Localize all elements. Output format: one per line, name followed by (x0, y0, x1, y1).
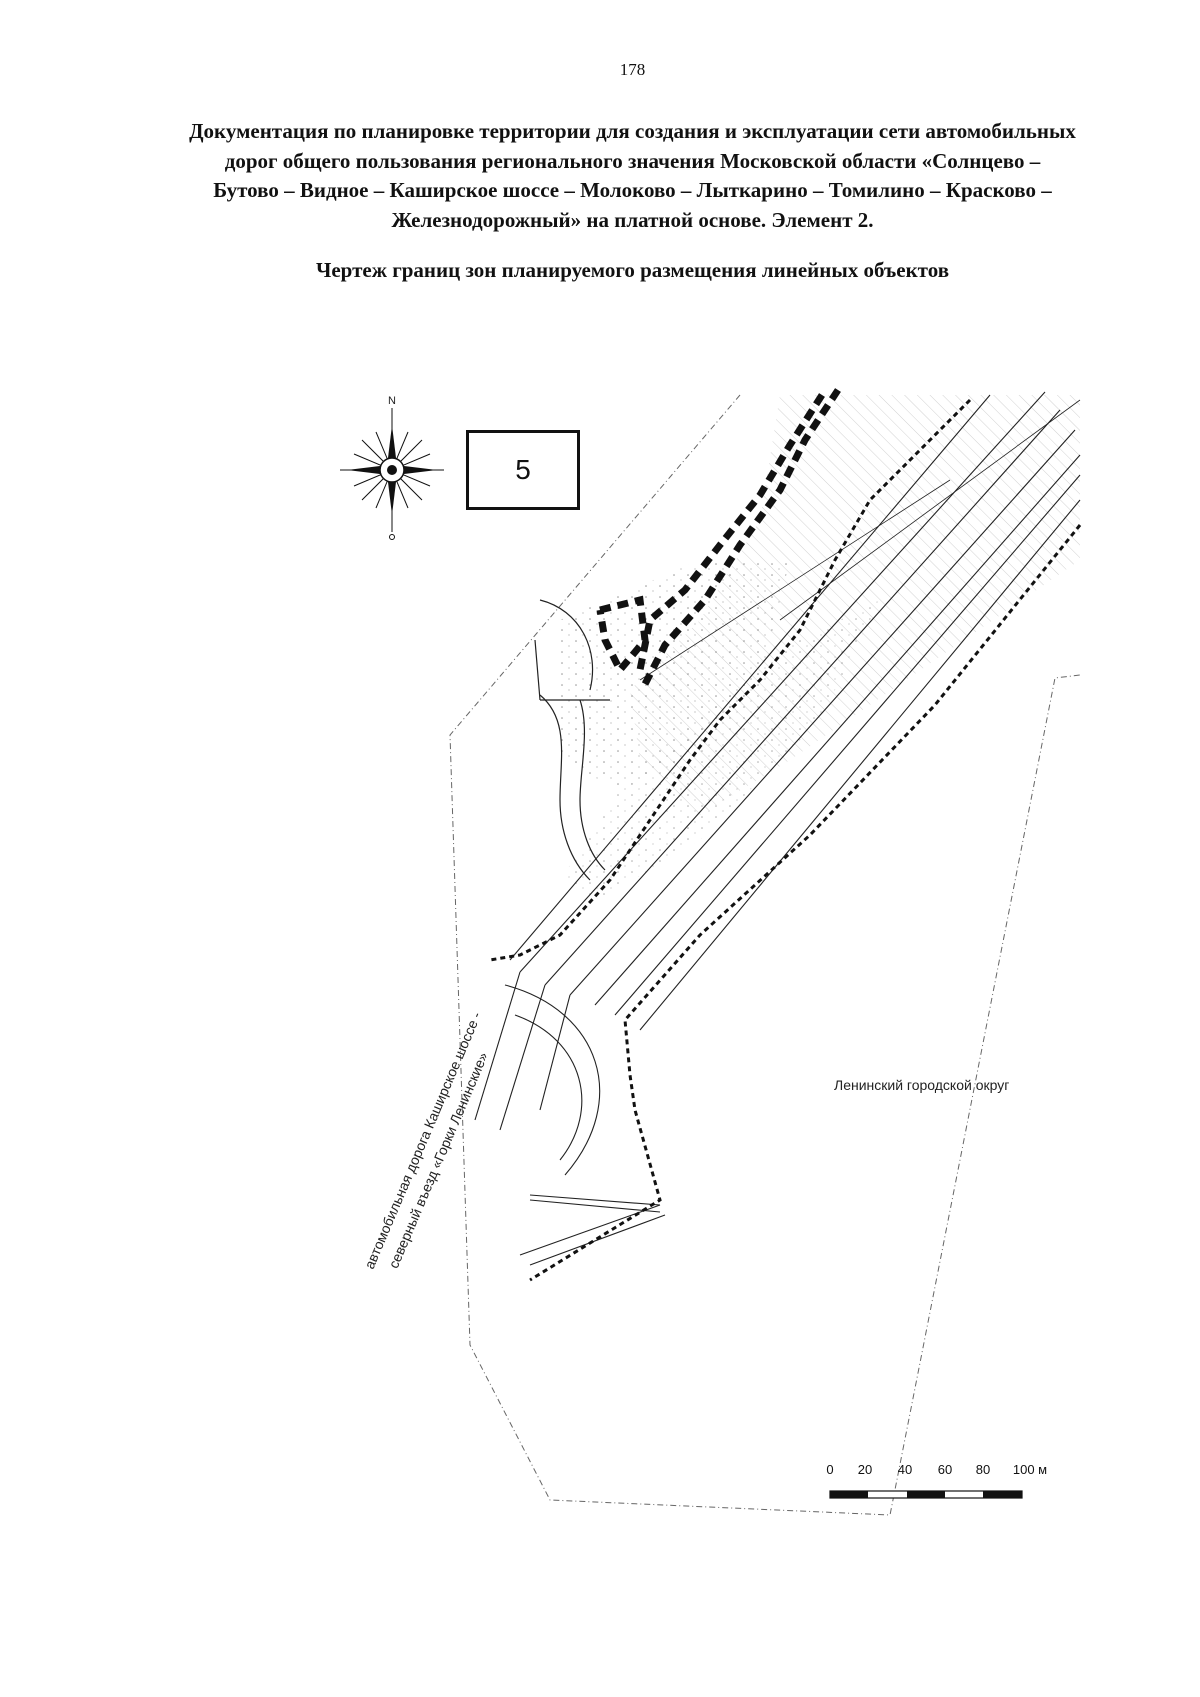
scale-tick-0: 0 (826, 1462, 833, 1477)
scale-bar: 0 20 40 60 80 100 м (826, 1462, 1047, 1499)
compass-rose-icon: N (340, 395, 444, 540)
sheet-number-box: 5 (466, 430, 580, 510)
outer-boundary (449, 394, 1081, 1516)
zone-boundary-dashed (489, 398, 1082, 1282)
compass-north-label: N (388, 395, 396, 407)
document-title: Документация по планировке территории дл… (100, 117, 1165, 235)
road-corridor (474, 391, 1081, 1266)
scale-tick-60: 60 (938, 1462, 952, 1477)
scale-tick-100: 100 м (1013, 1462, 1047, 1477)
scale-tick-80: 80 (976, 1462, 990, 1477)
road-label-line-1: автомобильная дорога Каширское шоссе - (361, 1009, 484, 1271)
page-number: 178 (619, 60, 646, 79)
scale-tick-20: 20 (858, 1462, 872, 1477)
district-label: Ленинский городской округ (834, 1077, 1009, 1093)
title-line-4: Железнодорожный» на платной основе. Элем… (391, 207, 874, 232)
title-line-2: дорог общего пользования регионального з… (224, 148, 1041, 173)
drawing-subtitle: Чертеж границ зон планируемого размещени… (315, 258, 950, 282)
scale-tick-40: 40 (898, 1462, 912, 1477)
title-line-1: Документация по планировке территории дл… (189, 119, 1076, 143)
title-line-3: Бутово – Видное – Каширское шоссе – Моло… (213, 178, 1052, 202)
road-name-label: автомобильная дорога Каширское шоссе - с… (361, 1009, 491, 1271)
local-road (534, 599, 610, 881)
terrain-hatching (560, 395, 1080, 900)
zone-boundary-heavy (596, 388, 841, 692)
